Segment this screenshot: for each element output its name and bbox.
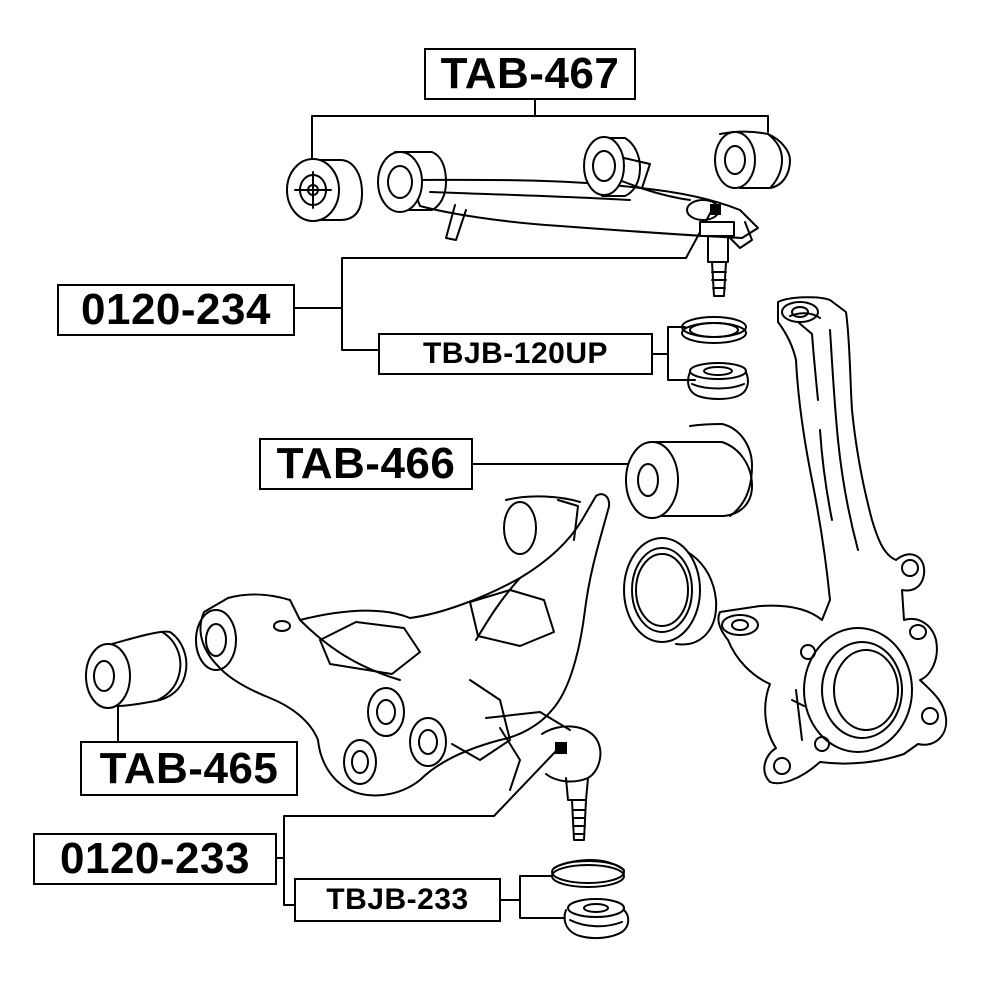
- bushing-tab-467-1: [286, 158, 363, 222]
- part-label-tab-466: TAB-466: [259, 438, 473, 490]
- lower-ball-joint: [541, 725, 602, 841]
- bushing-tab-467-4: [714, 130, 791, 189]
- bushing-tab-467-2: [377, 151, 447, 213]
- boot-ring-tbjb-233: [551, 859, 625, 888]
- part-label-tbjb-233: TBJB-233: [294, 878, 501, 922]
- leader-lines: [117, 99, 769, 919]
- seal-ring: [623, 537, 718, 646]
- steering-knuckle: [717, 296, 948, 785]
- bushing-tab-467-3: [583, 136, 641, 197]
- boot-tbjb-233: [563, 898, 630, 940]
- bushing-tab-466: [625, 423, 753, 519]
- bushing-tab-465: [85, 630, 188, 709]
- part-label-0120-234: 0120-234: [57, 284, 295, 336]
- part-label-tab-467: TAB-467: [424, 48, 636, 100]
- part-label-0120-233: 0120-233: [33, 833, 277, 885]
- part-label-tbjb-120up: TBJB-120UP: [378, 333, 653, 375]
- lower-control-arm: [195, 493, 611, 797]
- boot-ring-tbjb-120up: [681, 316, 747, 344]
- boot-tbjb-120up: [687, 362, 749, 400]
- part-label-tab-465: TAB-465: [80, 741, 298, 796]
- upper-control-arm: [409, 157, 759, 297]
